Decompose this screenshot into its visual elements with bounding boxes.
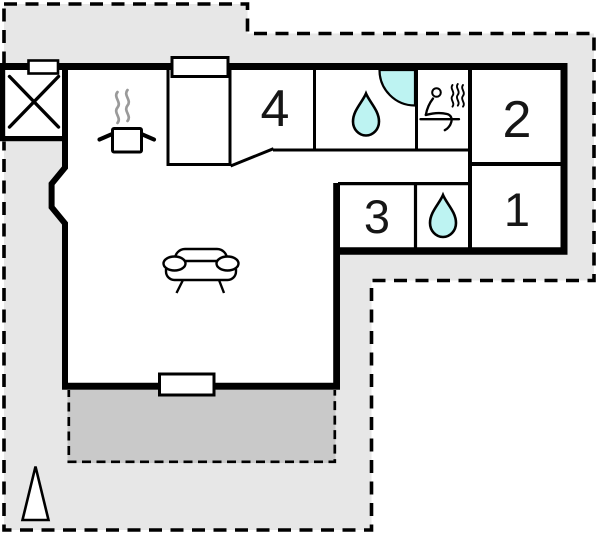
terrace — [67, 387, 336, 463]
room-1-label: 1 — [504, 183, 530, 236]
water-drop-icon — [428, 191, 458, 239]
terrace-border — [67, 388, 337, 464]
water-drop-icon — [351, 90, 381, 137]
steam-icon — [124, 88, 131, 123]
wall-left-with-bay — [48, 63, 68, 389]
window — [27, 59, 60, 75]
steam-icon — [461, 84, 465, 108]
cooking-pot-icon — [97, 88, 157, 154]
window — [170, 56, 230, 78]
steam-icon — [450, 84, 455, 108]
shower-quarter-circle-icon — [378, 68, 417, 107]
crossed-square-icon — [7, 74, 61, 129]
walls — [0, 63, 568, 390]
wall-diagonal — [230, 147, 275, 168]
sofa-icon — [162, 247, 240, 294]
north-arrow-icon — [20, 466, 51, 522]
steam-icon — [114, 90, 121, 125]
room-2-label: 2 — [503, 91, 532, 149]
steam-icon — [456, 83, 460, 107]
room-4-label: 4 — [261, 80, 290, 138]
room-3-label: 3 — [364, 190, 390, 243]
sauna-person-icon — [419, 83, 465, 132]
window — [158, 372, 216, 397]
